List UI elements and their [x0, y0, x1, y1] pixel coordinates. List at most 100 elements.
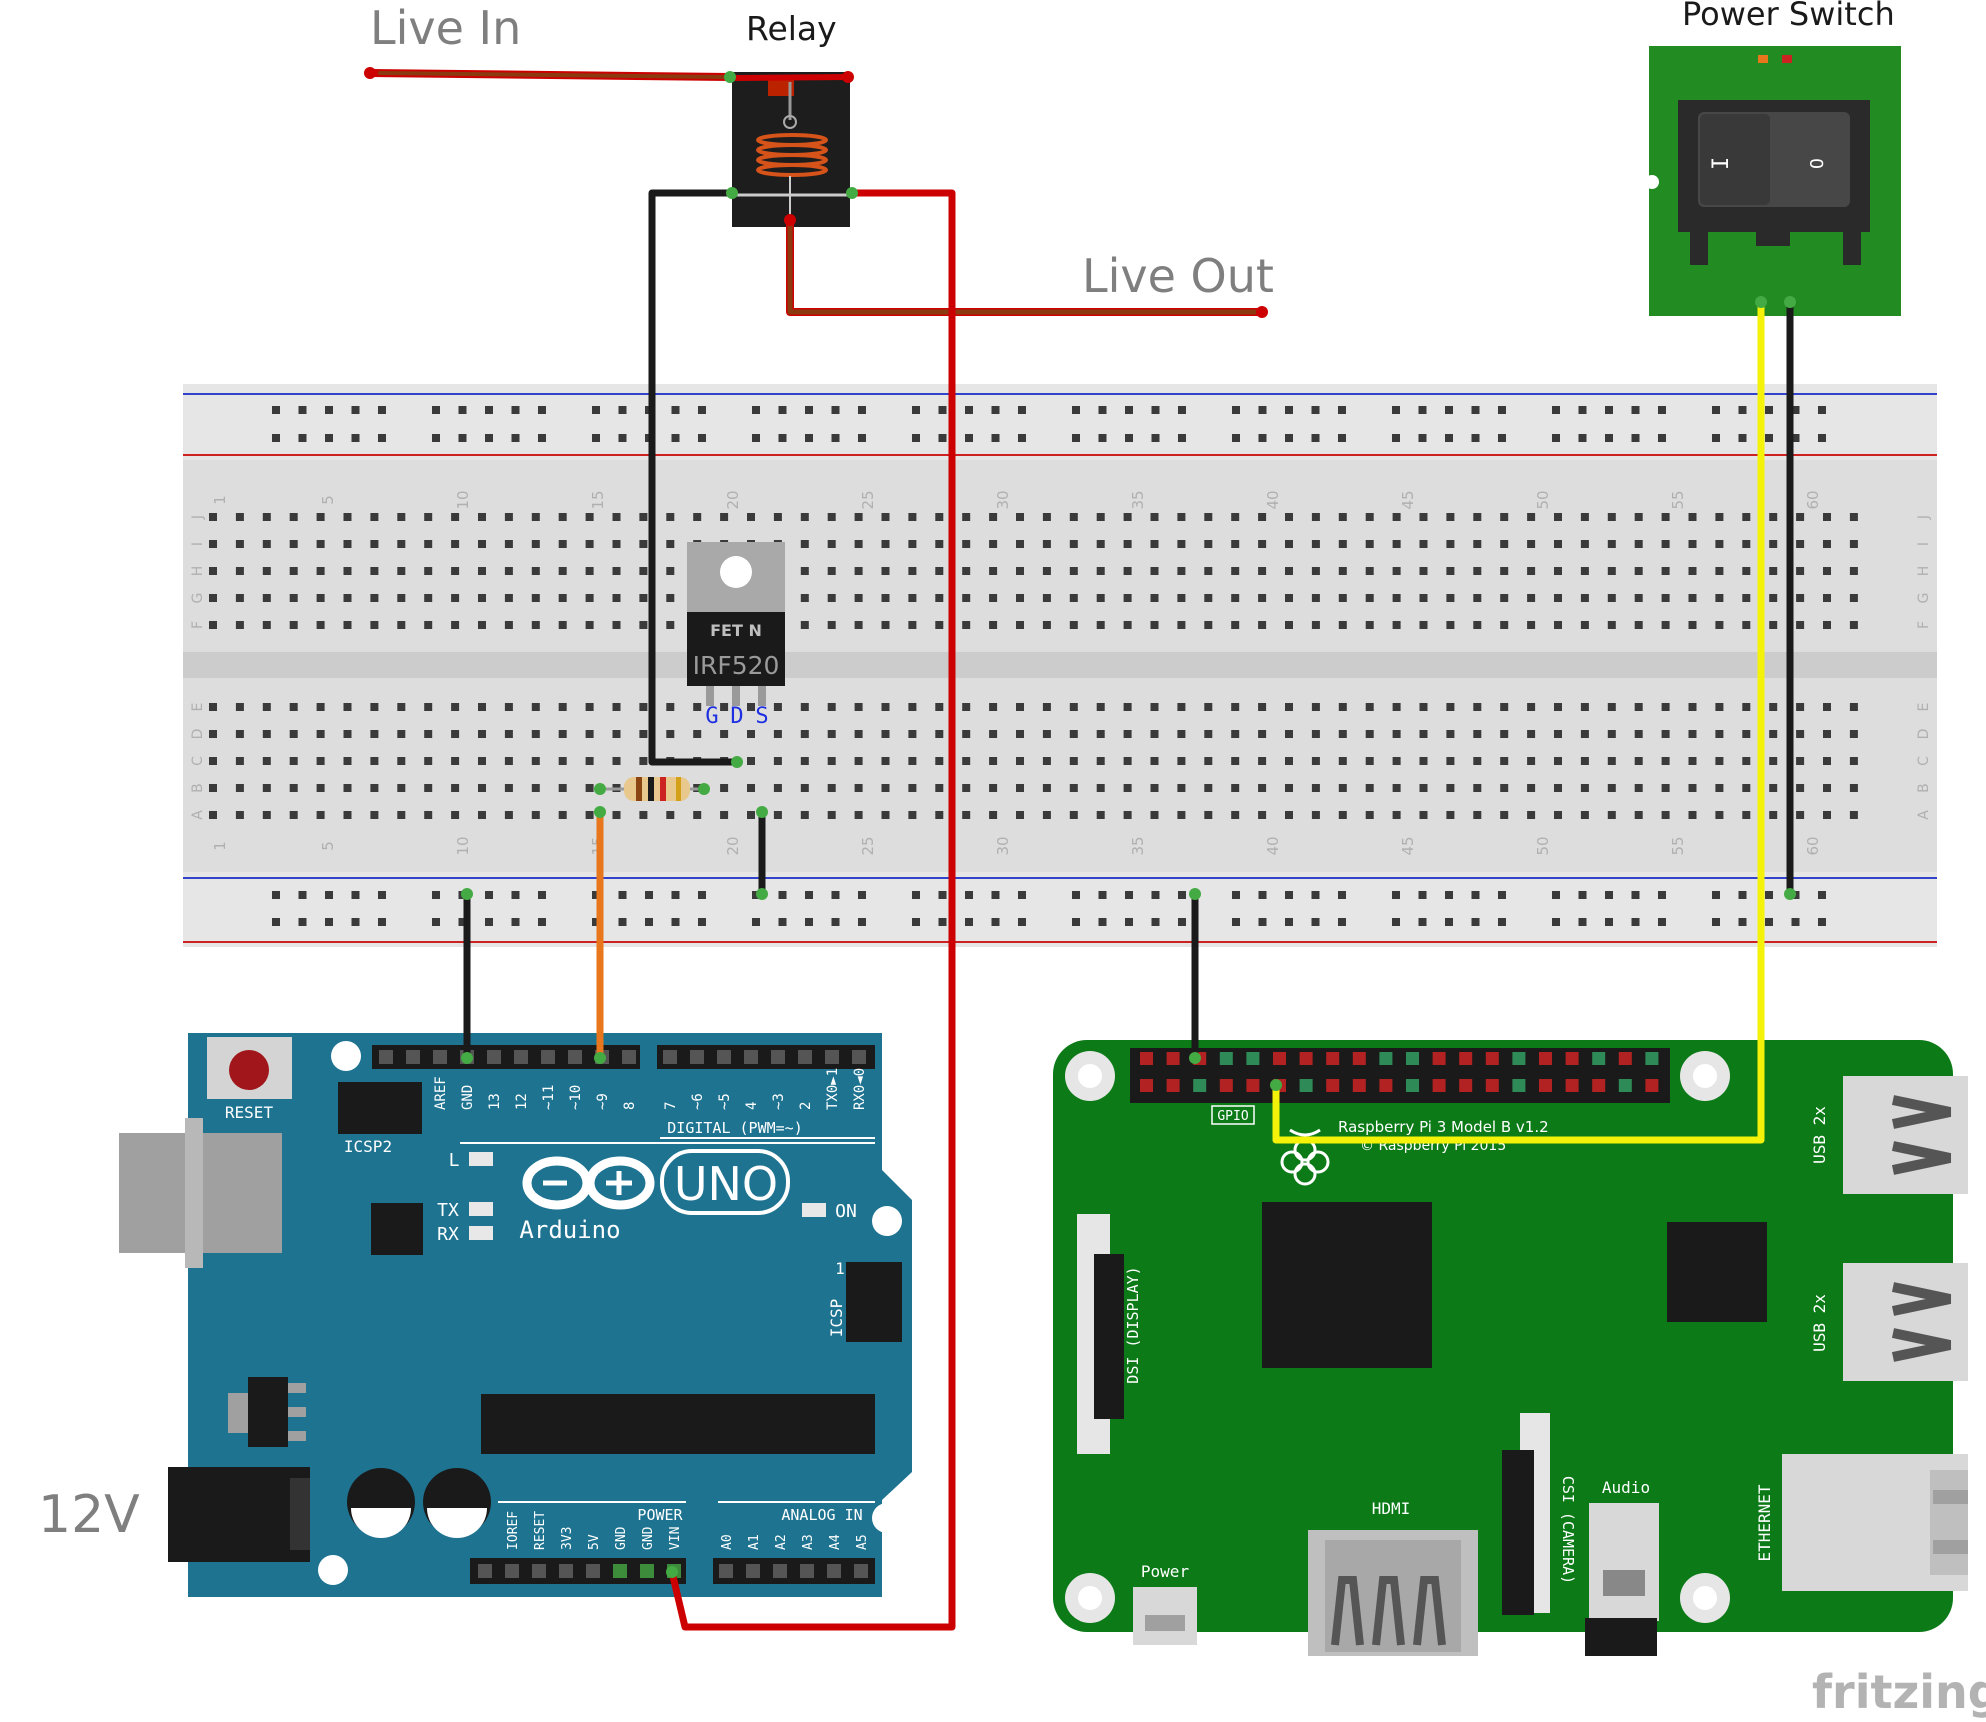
breadboard-hole — [343, 703, 352, 711]
breadboard-hole — [1231, 811, 1240, 819]
breadboard-hole — [289, 811, 298, 819]
breadboard-hole — [262, 757, 271, 765]
breadboard-hole — [1096, 621, 1105, 629]
rail-hole — [1738, 891, 1747, 899]
breadboard-hole — [666, 703, 675, 711]
rail-hole — [298, 406, 307, 414]
breadboard-hole — [989, 567, 998, 575]
power-switch-label: Power Switch — [1682, 0, 1895, 33]
rail-hole — [752, 891, 760, 899]
breadboard-hole — [908, 540, 917, 548]
breadboard-hole — [935, 594, 944, 602]
breadboard-hole — [1769, 594, 1778, 602]
rail-hole — [1818, 891, 1826, 899]
rail-hole — [485, 918, 493, 926]
breadboard-hole — [558, 540, 567, 548]
rail-hole — [458, 434, 467, 442]
rail-hole — [1338, 891, 1346, 899]
breadboard-hole — [1849, 811, 1858, 819]
breadboard-hole — [1661, 703, 1670, 711]
switch-off-mark: O — [1807, 158, 1828, 169]
breadboard-hole — [1338, 567, 1347, 575]
raspberry-pi: GPIO Raspberry Pi 3 Model B v1.2 © Raspb… — [1053, 1040, 1968, 1656]
breadboard-hole — [531, 621, 540, 629]
column-number: 45 — [1399, 490, 1417, 509]
rail-hole — [831, 918, 840, 926]
breadboard-hole — [1688, 811, 1697, 819]
breadboard-hole — [585, 567, 594, 575]
gpio-pin — [1485, 1052, 1499, 1065]
breadboard-hole — [343, 730, 352, 738]
rail-hole — [1658, 406, 1666, 414]
breadboard-hole — [1554, 811, 1562, 819]
rail-hole — [538, 434, 546, 442]
header-pin — [798, 1050, 812, 1064]
header-pin — [514, 1050, 528, 1064]
breadboard-hole — [1446, 513, 1455, 521]
breadboard-hole — [262, 703, 271, 711]
breadboard-hole — [1473, 621, 1482, 629]
breadboard-hole — [478, 730, 486, 738]
rail-hole — [1471, 434, 1480, 442]
breadboard-hole — [1392, 703, 1401, 711]
breadboard-hole — [1231, 703, 1240, 711]
breadboard-hole — [316, 784, 325, 792]
analog-pin-label: A5 — [855, 1534, 870, 1550]
breadboard-hole — [1365, 757, 1374, 765]
breadboard-hole — [1392, 513, 1401, 521]
row-letter: F — [190, 621, 206, 629]
rail-hole — [698, 434, 706, 442]
rail-hole — [1418, 918, 1427, 926]
breadboard-hole — [1177, 703, 1186, 711]
breadboard-hole — [1607, 567, 1616, 575]
breadboard-hole — [1069, 567, 1078, 575]
rail-hole — [1818, 434, 1826, 442]
rail-hole — [1285, 918, 1293, 926]
breadboard-hole — [451, 757, 460, 765]
breadboard-hole — [478, 513, 486, 521]
breadboard-hole — [289, 757, 298, 765]
power-switch[interactable]: I O — [1645, 46, 1901, 316]
rail-hole — [858, 891, 866, 899]
breadboard-hole — [235, 757, 244, 765]
breadboard-hole — [1554, 730, 1562, 738]
breadboard-hole — [1338, 594, 1347, 602]
icsp2-label: ICSP2 — [344, 1137, 392, 1156]
breadboard-hole — [908, 594, 917, 602]
column-number: 1 — [211, 841, 229, 851]
header-pin — [663, 1050, 677, 1064]
header-pin — [800, 1564, 814, 1578]
breadboard-hole — [1204, 757, 1213, 765]
breadboard-hole — [989, 703, 998, 711]
header-pin — [613, 1564, 627, 1578]
audio-label: Audio — [1602, 1478, 1650, 1497]
breadboard-hole — [800, 513, 809, 521]
header-pin — [825, 1050, 839, 1064]
breadboard-hole — [1419, 784, 1428, 792]
header-pin — [854, 1564, 868, 1578]
breadboard-hole — [881, 540, 890, 548]
rail-hole — [1738, 434, 1747, 442]
column-number: 1 — [211, 495, 229, 505]
breadboard-hole — [1580, 621, 1589, 629]
breadboard-hole — [908, 621, 917, 629]
digital-pin-label: 8 — [622, 1102, 638, 1110]
connection-dot — [1270, 1079, 1282, 1091]
gpio-pin — [1539, 1052, 1552, 1065]
breadboard-hole — [1042, 513, 1051, 521]
breadboard-hole — [1177, 621, 1186, 629]
rail-hole — [1471, 891, 1480, 899]
breadboard-hole — [908, 703, 917, 711]
breadboard-hole — [424, 811, 433, 819]
rail-hole — [1765, 406, 1773, 414]
rail-hole — [1605, 918, 1613, 926]
rail-hole — [351, 891, 360, 899]
breadboard-hole — [343, 621, 352, 629]
rail-hole — [831, 891, 840, 899]
breadboard-hole — [424, 757, 433, 765]
rail-hole — [538, 891, 546, 899]
breadboard-hole — [1150, 621, 1159, 629]
header-pin — [827, 1564, 841, 1578]
breadboard-hole — [881, 567, 890, 575]
